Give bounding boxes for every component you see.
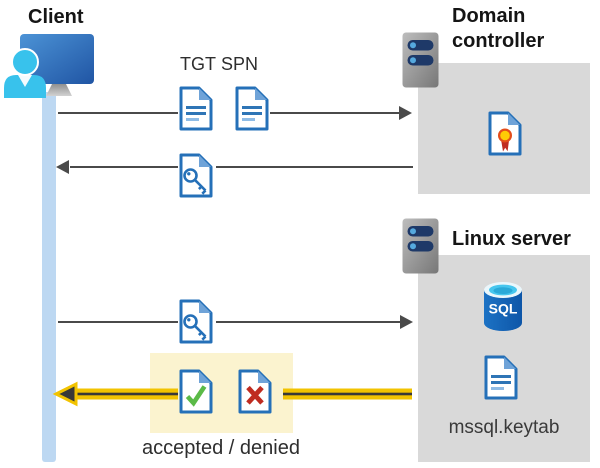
- linux-server-icon: [402, 218, 439, 274]
- client-label: Client: [28, 6, 84, 28]
- ticket-grant-arrowhead-icon: [56, 160, 69, 174]
- client-workstation-icon: [4, 34, 94, 98]
- ticket-request-arrow-line: [270, 112, 400, 114]
- keytab-document-icon: [484, 355, 518, 400]
- ticket-request-arrow-line: [58, 112, 178, 114]
- ticket-grant-arrow-line: [216, 166, 413, 168]
- sql-label: SQL: [489, 301, 518, 317]
- client-lifeline: [42, 92, 56, 462]
- monitor-icon: [20, 34, 94, 96]
- sql-database-icon: SQL: [484, 282, 522, 331]
- tgt-document-icon: [179, 86, 213, 131]
- user-icon: [4, 48, 46, 98]
- spn-document-icon: [235, 86, 269, 131]
- key-document-icon: [179, 299, 213, 344]
- tgt-label: TGT: [180, 54, 216, 74]
- service-ticket-arrow-line: [58, 321, 178, 323]
- service-ticket-arrowhead-icon: [400, 315, 413, 329]
- certificate-icon: [488, 111, 522, 156]
- domain-controller-label: Domain controller: [452, 5, 545, 52]
- keytab-label: mssql.keytab: [448, 417, 560, 438]
- ticket-grant-arrow-line: [70, 166, 178, 168]
- linux-server-label: Linux server: [452, 228, 571, 250]
- ticket-request-arrowhead-icon: [399, 106, 412, 120]
- domain-controller-server-icon: [402, 32, 439, 88]
- service-ticket-arrow-line: [216, 321, 401, 323]
- result-arrow: [52, 381, 412, 407]
- accepted-document-icon: [179, 369, 213, 414]
- result-label: accepted / denied: [142, 437, 300, 459]
- denied-document-icon: [238, 369, 272, 414]
- key-document-icon: [179, 153, 213, 198]
- spn-label: SPN: [221, 54, 259, 74]
